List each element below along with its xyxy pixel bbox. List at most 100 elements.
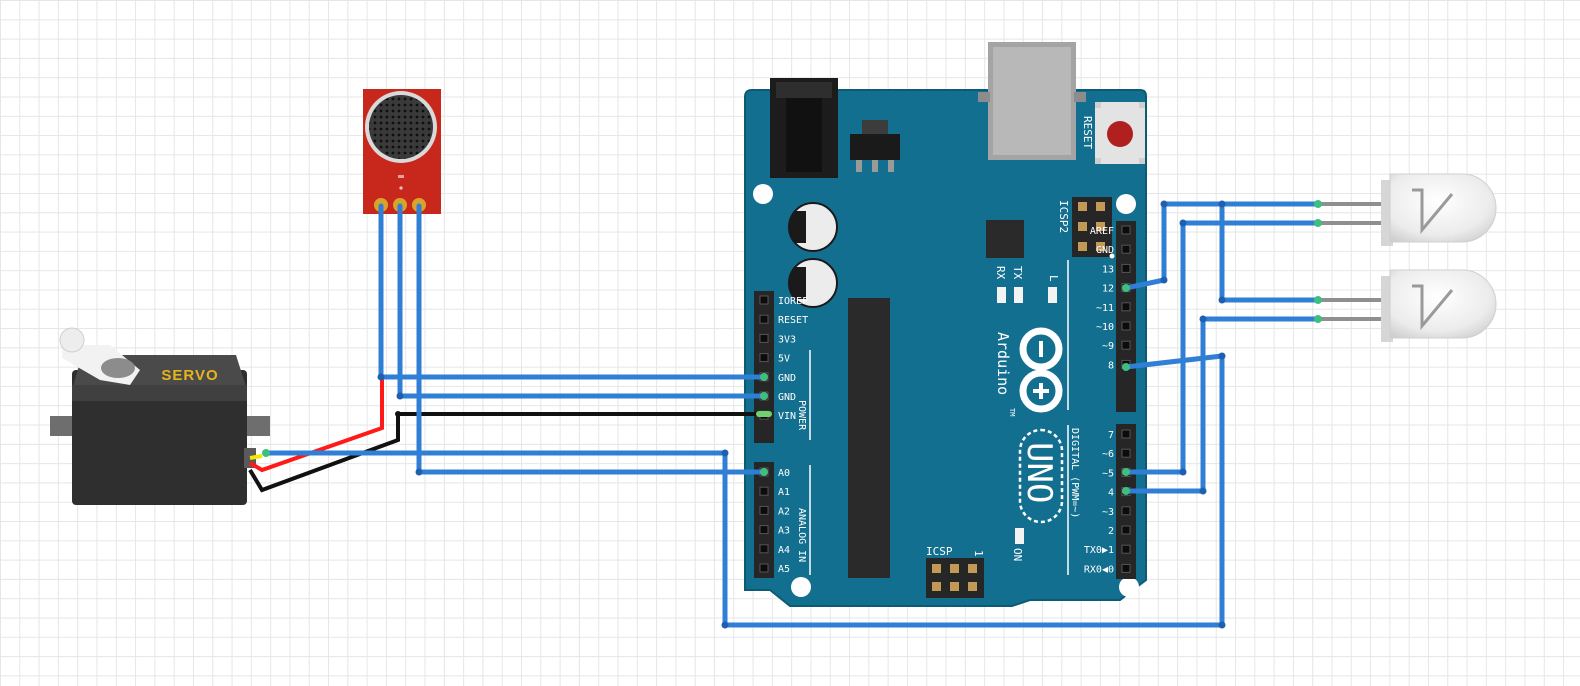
led-1[interactable] <box>1318 173 1497 246</box>
pin-label: GND <box>778 373 796 384</box>
wire-mic-gnd[interactable] <box>397 203 767 399</box>
usb-interface-chip <box>986 220 1024 258</box>
wire-mic-vcc-5v[interactable] <box>378 203 767 380</box>
pin-label: 3V3 <box>778 334 796 345</box>
header-pin[interactable] <box>759 544 769 554</box>
rx-label: RX <box>994 266 1007 280</box>
header-pin[interactable] <box>759 353 769 363</box>
header-pin[interactable] <box>759 295 769 305</box>
power-header <box>754 291 774 443</box>
reset-button[interactable] <box>1095 102 1145 164</box>
servo-wire-black[interactable] <box>248 412 764 493</box>
arduino-brand: Arduino <box>994 332 1012 395</box>
pin-label: ~11 <box>1096 303 1114 314</box>
power-header-label: POWER <box>796 400 807 431</box>
analog-header <box>754 462 774 578</box>
header-pin[interactable] <box>759 314 769 324</box>
pin-label: 5V <box>778 354 790 365</box>
header-pin[interactable] <box>1121 525 1131 535</box>
header-pin[interactable] <box>1121 448 1131 458</box>
mount-hole <box>791 577 811 597</box>
header-pin[interactable] <box>759 563 769 573</box>
pin-label: 4 <box>1108 488 1114 499</box>
pin-label: ~5 <box>1102 468 1114 479</box>
servo-motor[interactable]: SERVO <box>50 327 270 505</box>
wires <box>248 200 1322 629</box>
header-pin[interactable] <box>759 525 769 535</box>
uno-label: UNO <box>1019 442 1059 503</box>
pin-label: A3 <box>778 526 790 537</box>
pin-label: VIN <box>778 411 796 422</box>
digital-header-lower <box>1116 424 1136 579</box>
header-pin[interactable] <box>1121 429 1131 439</box>
pin-label: AREF <box>1090 226 1114 237</box>
reset-label: RESET <box>1081 116 1094 149</box>
trademark-label: TM <box>1008 408 1016 416</box>
mount-hole <box>1116 194 1136 214</box>
capacitor <box>788 258 838 308</box>
pin-label: ~6 <box>1102 449 1114 460</box>
header-pin[interactable] <box>759 505 769 515</box>
icsp-label: ICSP <box>926 545 953 558</box>
icsp2-header <box>1072 197 1112 257</box>
on-label: ON <box>1011 548 1024 561</box>
pin-label: A2 <box>778 506 790 517</box>
wire-led-gnd-branch[interactable] <box>1219 201 1321 303</box>
led-2[interactable] <box>1318 269 1497 342</box>
header-pin[interactable] <box>1121 321 1131 331</box>
microphone-module[interactable] <box>363 89 441 214</box>
l-led <box>1048 287 1057 303</box>
rx-led <box>997 287 1006 303</box>
pin-label: ~3 <box>1102 507 1114 518</box>
pin-label: GND <box>778 392 796 403</box>
icsp2-label: ICSP2 <box>1057 200 1070 233</box>
pin-label: A0 <box>778 468 790 479</box>
arduino-uno-board[interactable] <box>744 89 1147 607</box>
header-pin[interactable] <box>1121 302 1131 312</box>
pin-label: 8 <box>1108 360 1114 371</box>
header-pin[interactable] <box>1121 244 1131 254</box>
microphone-mesh-icon <box>369 95 433 159</box>
servo-wire-red[interactable] <box>248 377 384 473</box>
mount-hole <box>753 184 773 204</box>
digital-header-label: DIGITAL (PWM=~) <box>1069 428 1080 518</box>
header-pin[interactable] <box>759 333 769 343</box>
servo-label: SERVO <box>161 367 218 384</box>
wire-servo-signal-pin10[interactable] <box>263 353 1225 628</box>
dc-power-jack <box>770 78 838 178</box>
capacitor <box>788 202 838 252</box>
pin-label: RX0◀0 <box>1084 564 1114 575</box>
pin-label: A4 <box>778 545 790 556</box>
wire-mic-out-a0[interactable] <box>416 203 767 475</box>
servo-wire-yellow[interactable] <box>249 454 263 460</box>
icsp-pin1-label: 1 <box>972 550 985 557</box>
voltage-regulator <box>850 120 900 172</box>
pin-label: IOREF <box>778 296 808 307</box>
header-pin[interactable] <box>759 486 769 496</box>
atmega-chip <box>848 298 890 578</box>
on-led <box>1015 528 1024 544</box>
analog-header-label: ANALOG IN <box>796 508 807 562</box>
wire-led2-pin4[interactable] <box>1123 316 1321 494</box>
pin-label: TX0▶1 <box>1084 545 1114 556</box>
servo-horn-hub <box>59 327 85 353</box>
pin-label: GND <box>1096 245 1114 256</box>
wire-led1-pin5[interactable] <box>1123 220 1321 475</box>
pin-label: A5 <box>778 564 790 575</box>
header-pin[interactable] <box>1121 544 1131 554</box>
header-pin[interactable] <box>1121 225 1131 235</box>
header-pin[interactable] <box>1121 340 1131 350</box>
pin-label: ~10 <box>1096 322 1114 333</box>
header-pin[interactable] <box>1121 263 1131 273</box>
wire-led-gnd[interactable] <box>1123 201 1321 291</box>
mount-hole <box>1119 577 1139 597</box>
arduino-infinity-logo-icon <box>1019 327 1063 413</box>
pin-label: RESET <box>778 315 808 326</box>
pin-label: A1 <box>778 487 790 498</box>
header-pin[interactable] <box>1121 563 1131 573</box>
pin-label: ~9 <box>1102 341 1114 352</box>
header-pin[interactable] <box>1121 506 1131 516</box>
usb-connector <box>978 42 1086 160</box>
pin-label: 12 <box>1102 284 1114 295</box>
uno-badge <box>1018 428 1064 524</box>
